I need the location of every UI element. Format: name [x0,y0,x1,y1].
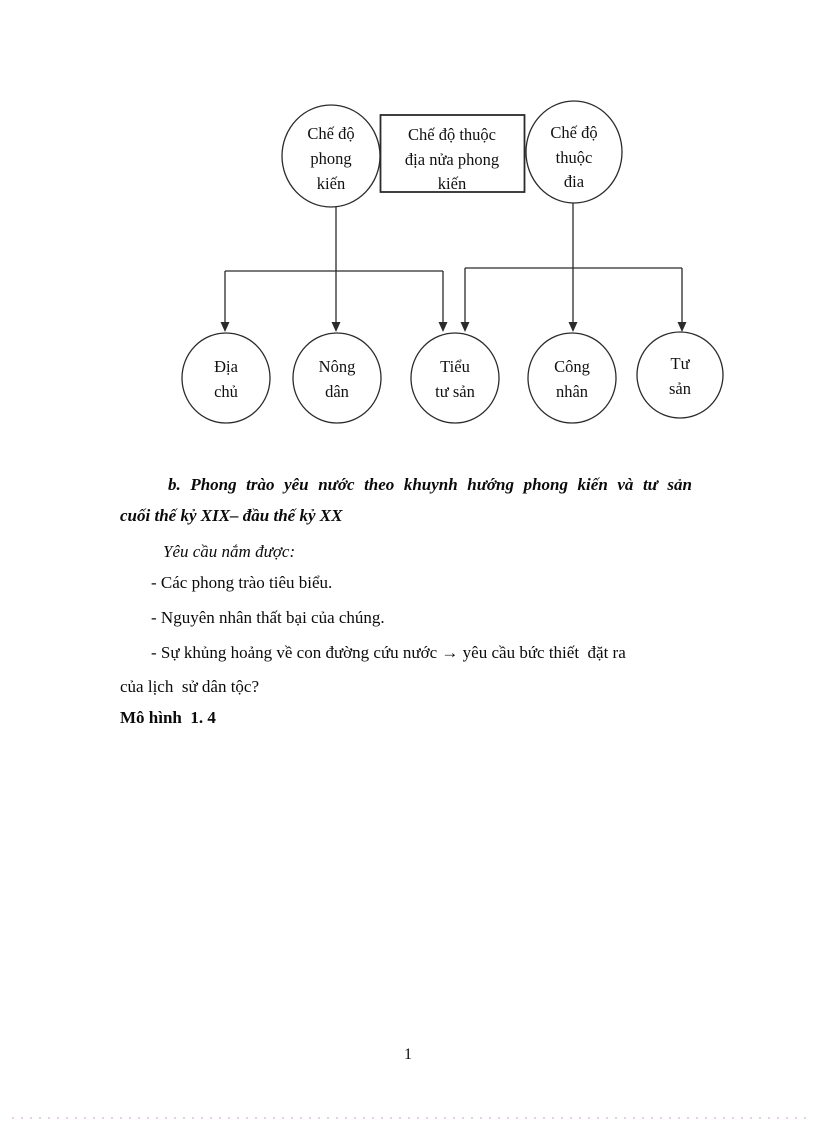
arrowhead-peasant [331,322,341,332]
page-bottom-edge-dots [12,1117,810,1119]
node-bourgeois[interactable]: Tư sản [636,331,724,419]
arrowhead-pettybourgeois-right [460,322,470,332]
node-petty-bourgeois[interactable]: Tiểu tư sản [410,332,500,424]
node-colonial-line2: thuộc [556,148,593,167]
node-semicolonial-line1: Chế độ thuộc [408,125,496,144]
bullet-failure-causes[interactable]: - Nguyên nhân thất bại của chúng. [151,608,385,627]
node-landlord-line2: chủ [214,382,238,401]
arrowhead-bourgeois [677,322,687,332]
node-semicolonial-line3: kiến [438,174,466,193]
node-bourgeois-line1: Tư [670,354,690,373]
node-petty-bourgeois-line1: Tiểu [440,357,470,376]
node-worker-line1: Công [554,357,590,376]
arrowhead-pettybourgeois-left [438,322,448,332]
node-feudal-line3: kiến [317,174,345,193]
node-semicolonial-box[interactable]: Chế độ thuộc địa nửa phong kiến [379,114,526,193]
page-number: 1 [404,1046,412,1063]
node-semicolonial-line2: địa nửa phong [405,150,499,169]
arrowhead-worker [568,322,578,332]
node-landlord[interactable]: Địa chủ [181,332,271,424]
bullet-typical-movements[interactable]: - Các phong trào tiêu biểu. [151,573,333,592]
node-peasant[interactable]: Nông dân [292,332,382,424]
node-colonial-line1: Chế độ [550,123,597,142]
society-structure-diagram: Chế độ phong kiến Chế độ thuộc địa nửa p… [181,100,724,424]
node-feudal-regime[interactable]: Chế độ phong kiến [281,104,381,208]
node-peasant-line1: Nông [319,357,356,376]
node-petty-bourgeois-line2: tư sản [435,382,475,401]
bullet-crisis-line1[interactable]: - Sự khủng hoảng về con đường cứu nước →… [151,643,626,662]
node-worker-line2: nhân [556,382,588,401]
section-heading-line2[interactable]: cuối thế kỷ XIX– đầu thế kỷ XX [120,506,343,525]
node-worker[interactable]: Công nhân [527,332,617,424]
section-heading-line1[interactable]: b. Phong trào yêu nước theo khuynh hướng… [168,475,692,494]
node-colonial-regime[interactable]: Chế độ thuộc đia [525,100,623,204]
arrowhead-landlord [220,322,230,332]
node-bourgeois-line2: sản [669,379,691,398]
node-colonial-line3: đia [564,172,585,191]
requirement-heading[interactable]: Yêu cầu nắm được: [163,542,296,561]
node-peasant-line2: dân [325,382,349,401]
bullet-crisis-line2[interactable]: của lịch sử dân tộc? [120,677,260,696]
node-feudal-line2: phong [310,149,351,168]
node-landlord-line1: Địa [214,357,239,376]
model-caption[interactable]: Mô hình 1. 4 [120,708,216,727]
node-feudal-line1: Chế độ [307,124,354,143]
